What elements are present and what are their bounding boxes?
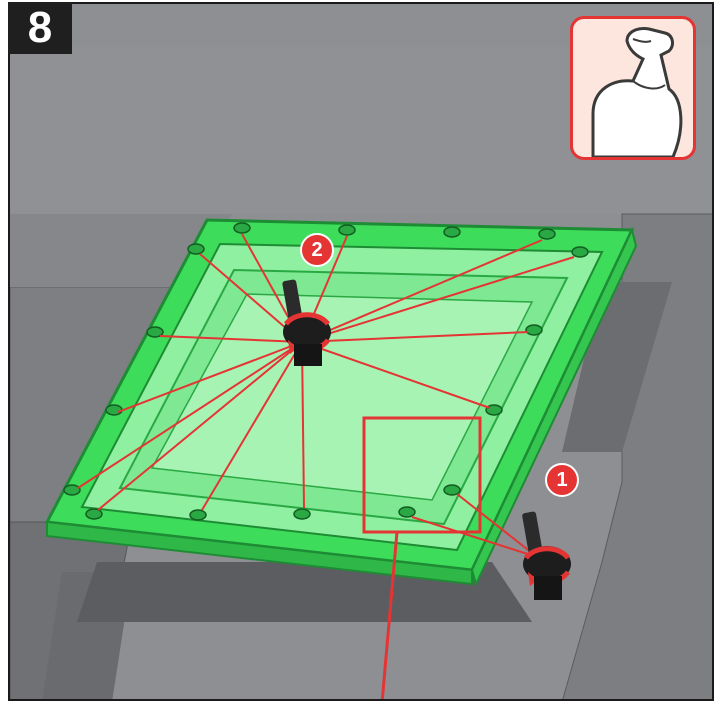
effort-indicator <box>570 16 696 160</box>
sequence-marker-2: 2 <box>300 233 334 267</box>
flexed-arm-icon <box>573 19 693 157</box>
step-number-badge: 8 <box>8 2 72 54</box>
corner-driver-tool <box>522 511 571 600</box>
sequence-marker-1: 1 <box>545 463 579 497</box>
